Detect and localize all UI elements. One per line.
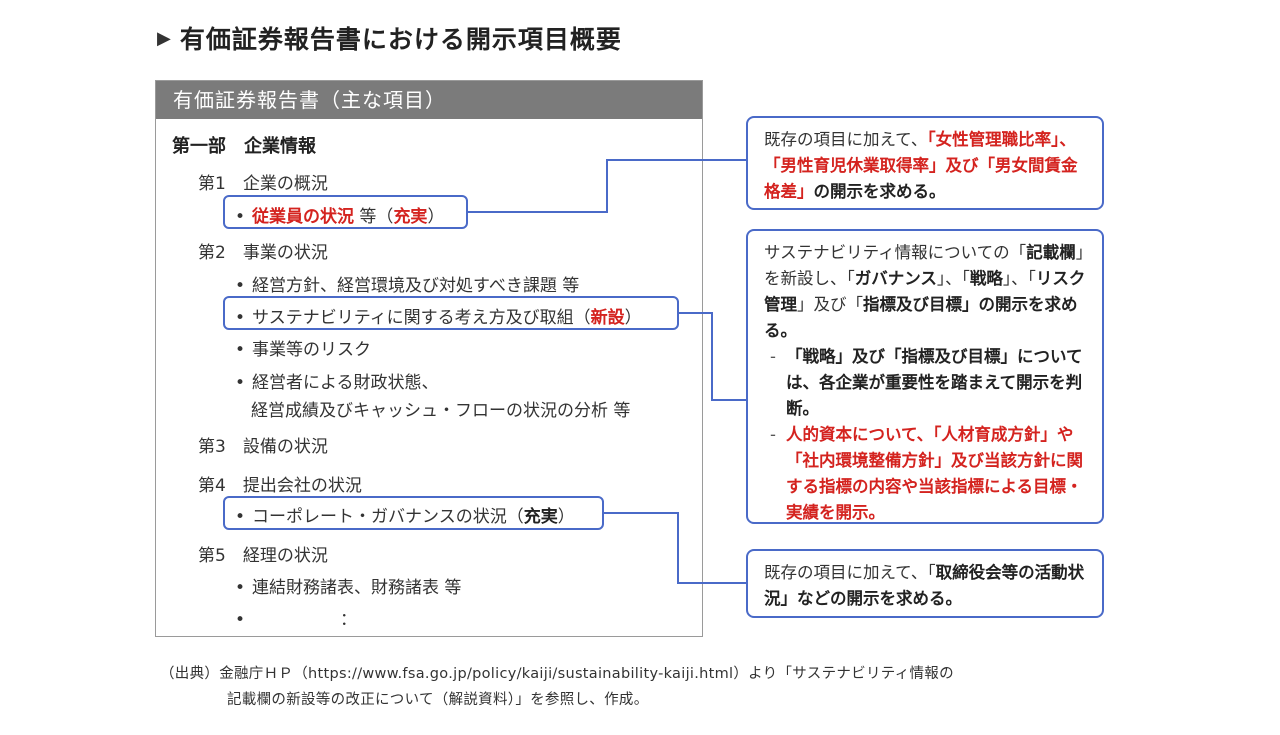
note-sustainability: サステナビリティ情報についての「記載欄」を新設し、「ガバナンス」、「戦略」、「リ…: [746, 229, 1104, 524]
triangle-icon: ▶: [157, 27, 172, 49]
sec2-item-mdna-1: •経営者による財政状態、: [235, 373, 439, 393]
section-2-label: 第2 事業の状況: [198, 243, 328, 263]
sec2-item-mdna-2: 経営成績及びキャッシュ・フローの状況の分析 等: [251, 401, 631, 421]
sec4-item-governance: •コーポレート・ガバナンスの状況（充実）: [235, 507, 575, 527]
sec2-item-sustainability: •サステナビリティに関する考え方及び取組（新設）: [235, 308, 642, 328]
sec1-item-employees: •従業員の状況 等（充実）: [235, 207, 445, 227]
diagram-title: ▶ 有価証券報告書における開示項目概要: [157, 20, 622, 56]
part-heading: 第一部 企業情報: [172, 136, 316, 157]
sec2-item-policy: •経営方針、経営環境及び対処すべき課題 等: [235, 276, 580, 296]
note-employees: 既存の項目に加えて、「女性管理職比率」、「男性育児休業取得率」及び「男女間賃金格…: [746, 116, 1104, 210]
source-citation: （出典）金融庁ＨＰ（https://www.fsa.go.jp/policy/k…: [160, 661, 954, 713]
section-5-label: 第5 経理の状況: [198, 546, 328, 566]
connector-governance: [604, 512, 746, 584]
diagram-title-text: 有価証券報告書における開示項目概要: [179, 25, 622, 54]
bullet: •: [235, 207, 246, 227]
note2-intro: サステナビリティ情報についての「記載欄」を新設し、「ガバナンス」、「戦略」、「リ…: [764, 243, 1086, 340]
highlight-sustainability: [223, 296, 679, 330]
sec5-item-ellipsis: •：: [235, 610, 358, 630]
section-3-label: 第3 設備の状況: [198, 437, 328, 457]
note3-text: 既存の項目に加えて、「取締役会等の活動状況」などの開示を求める。: [764, 563, 1085, 608]
connector-sustainability: [679, 312, 746, 401]
note2-sub-human-capital: -人的資本について、「人材育成方針」や「社内環境整備方針」及び当該方針に関する指…: [770, 425, 1083, 522]
source-line-2: 記載欄の新設等の改正について（解説資料）」を参照し、作成。: [227, 692, 649, 708]
note1-text: 既存の項目に加えて、「女性管理職比率」、「男性育児休業取得率」及び「男女間賃金格…: [764, 130, 1078, 201]
highlight-employees: [223, 195, 468, 229]
sec5-item-financials: •連結財務諸表、財務諸表 等: [235, 578, 462, 598]
note2-sub-strategy: -「戦略」及び「指標及び目標」については、各企業が重要性を踏まえて開示を判断。: [770, 347, 1083, 418]
panel-header: 有価証券報告書（主な項目）: [156, 81, 702, 119]
highlight-governance: [223, 496, 604, 530]
note-governance: 既存の項目に加えて、「取締役会等の活動状況」などの開示を求める。: [746, 549, 1104, 618]
report-items-panel: 有価証券報告書（主な項目）: [155, 80, 703, 637]
section-4-label: 第4 提出会社の状況: [198, 476, 362, 496]
source-line-1: （出典）金融庁ＨＰ（https://www.fsa.go.jp/policy/k…: [160, 666, 954, 682]
connector-employees: [468, 159, 746, 213]
section-1-label: 第1 企業の概況: [198, 174, 328, 194]
sec2-item-risk: •事業等のリスク: [235, 340, 372, 360]
